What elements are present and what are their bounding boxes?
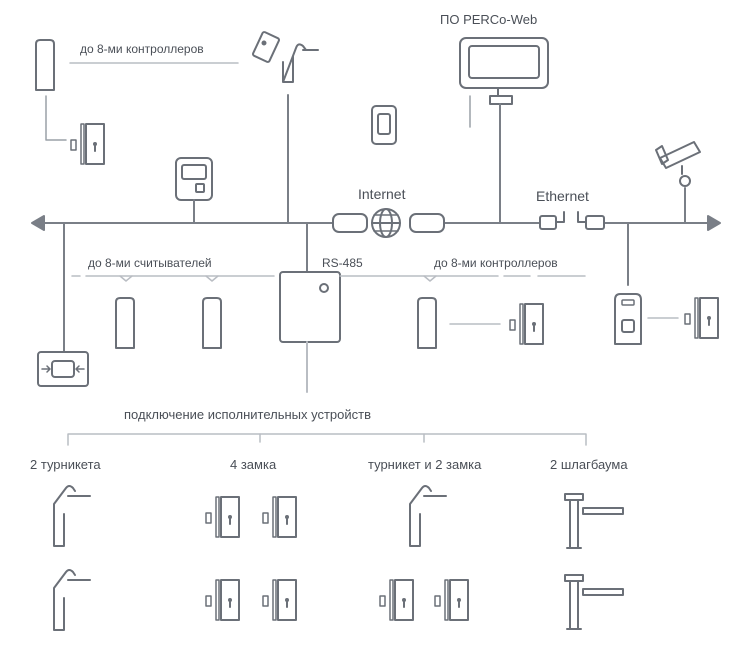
top-controllers-label: до 8-ми контроллеров xyxy=(80,42,204,56)
readers-label: до 8-ми считывателей xyxy=(88,256,212,270)
turnstile-top xyxy=(282,43,319,83)
executive-bracket xyxy=(67,433,587,446)
lock-door-2 xyxy=(262,496,297,538)
mid-controllers-label: до 8-ми контроллеров xyxy=(434,256,558,270)
ethernet-connector-right xyxy=(577,211,605,230)
readers-bracket xyxy=(71,275,275,282)
reader-keypad-right xyxy=(614,293,642,345)
main-bus-line xyxy=(31,215,721,231)
monitor-icon xyxy=(459,37,549,105)
turnstiles-label: 2 турникета xyxy=(30,457,101,472)
reader-mid xyxy=(417,297,437,349)
lock-device xyxy=(371,105,397,145)
barrier-2 xyxy=(564,574,624,630)
ethernet-connector-left xyxy=(539,211,565,230)
barrier-1 xyxy=(564,493,624,549)
internet-label: Internet xyxy=(358,186,406,202)
globe-icon xyxy=(371,208,401,238)
ethernet-label: Ethernet xyxy=(536,188,589,204)
door-top-left xyxy=(70,123,105,165)
lock-door-1 xyxy=(205,496,240,538)
internet-connector-left xyxy=(332,213,368,233)
reader-top-left xyxy=(35,39,55,91)
turnstile-2 xyxy=(53,569,91,631)
card-icon xyxy=(252,31,280,63)
lock-door-6 xyxy=(434,579,469,621)
door-right xyxy=(684,297,719,339)
lock-door-3 xyxy=(205,579,240,621)
rs485-label: RS-485 xyxy=(322,256,363,270)
controller-box xyxy=(279,271,341,343)
software-label: ПО PERCo-Web xyxy=(440,12,538,27)
locks-label: 4 замка xyxy=(230,457,277,472)
terminal-panel xyxy=(175,157,213,201)
camera-icon xyxy=(655,141,701,187)
controllers-bracket xyxy=(339,275,586,282)
executive-label: подключение исполнительных устройств xyxy=(124,407,371,422)
internet-connector-right xyxy=(409,213,445,233)
turnstile-locks-label: турникет и 2 замка xyxy=(368,457,482,472)
reader-right xyxy=(202,297,222,349)
lock-door-5 xyxy=(379,579,414,621)
door-mid xyxy=(509,303,544,345)
reader-left xyxy=(115,297,135,349)
exit-button-icon xyxy=(37,351,89,387)
turnstile-1 xyxy=(53,485,91,547)
lock-door-4 xyxy=(262,579,297,621)
reader-door-link xyxy=(45,95,67,141)
barriers-label: 2 шлагбаума xyxy=(550,457,628,472)
turnstile-3 xyxy=(409,485,447,547)
